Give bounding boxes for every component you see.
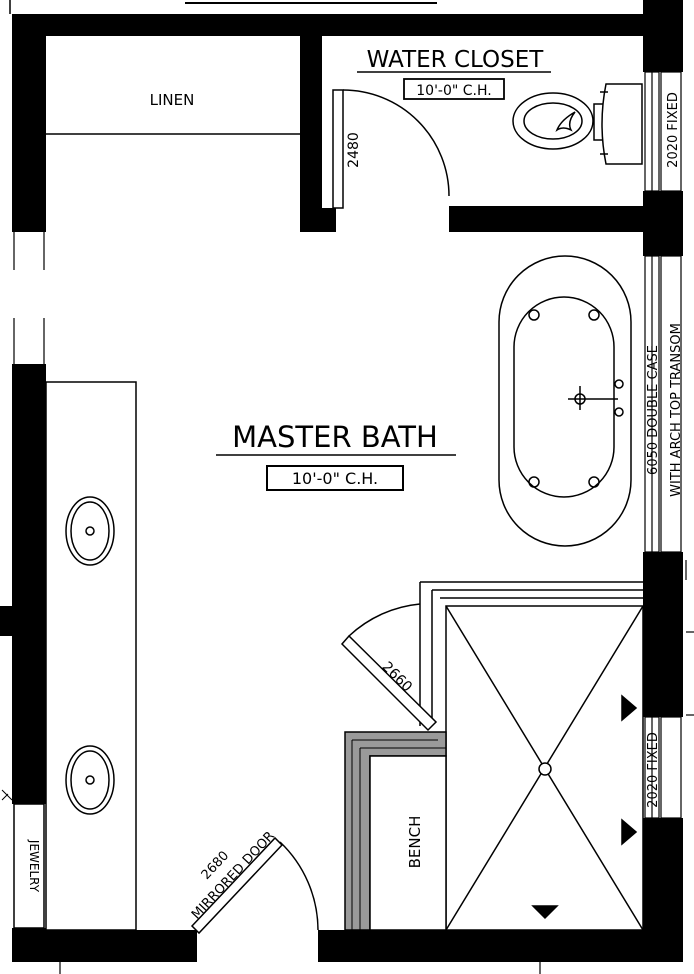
jewelry-cabinet: JEWELRY <box>1 789 45 929</box>
linen-closet: LINEN <box>46 91 300 135</box>
master-bath-ceiling: 10'-0" C.H. <box>292 469 378 488</box>
wc-window <box>644 71 682 192</box>
wall-left-lower <box>12 364 46 804</box>
wc-ceiling: 10'-0" C.H. <box>416 83 491 99</box>
shower-door <box>340 603 438 732</box>
wall-left-upper <box>12 14 46 232</box>
wc-door-size: 2480 <box>346 132 362 168</box>
wall-top-wc <box>302 14 657 36</box>
wall-wc-stub <box>322 208 336 232</box>
wall-bottom-right <box>318 930 683 962</box>
walls <box>0 0 683 962</box>
linen-label: LINEN <box>150 91 195 109</box>
wc-door-swing <box>342 89 450 197</box>
tub-window-label: 6050 DOUBLE CASE <box>646 345 661 475</box>
wall-right-mid <box>643 191 683 256</box>
vanity <box>45 381 137 931</box>
wc-door-leaf <box>332 89 344 209</box>
wall-bottom-left <box>12 930 197 962</box>
bathtub-icon <box>498 255 632 547</box>
tub-window <box>644 255 682 553</box>
bench-label: BENCH <box>406 816 424 869</box>
master-bath-label: MASTER BATH 10'-0" C.H. <box>216 420 456 491</box>
sink-lower-icon <box>65 745 115 815</box>
bench: BENCH <box>344 731 447 931</box>
exterior-lines <box>13 232 694 974</box>
wall-top-left <box>12 14 302 36</box>
shower-window-label: 2020 FIXED <box>646 732 661 808</box>
sink-upper-icon <box>65 496 115 566</box>
wall-left-stub <box>0 606 12 636</box>
tub-window-note: WITH ARCH TOP TRANSOM <box>669 323 684 497</box>
shower <box>419 581 644 931</box>
wc-window-label: 2020 FIXED <box>666 92 681 168</box>
jewelry-label: JEWELRY <box>27 839 41 893</box>
water-closet: WATER CLOSET 10'-0" C.H. 2480 2020 FIXED <box>332 47 682 209</box>
wall-wc-left <box>300 14 322 232</box>
entry-door: 2680 MIRRORED DOOR <box>189 829 319 935</box>
toilet-icon <box>512 83 643 165</box>
shower-window <box>644 716 682 819</box>
wc-title: WATER CLOSET <box>367 47 545 73</box>
wall-right-lower <box>643 552 683 717</box>
master-bath-title: MASTER BATH <box>232 420 438 454</box>
wall-right-upper <box>643 0 683 72</box>
